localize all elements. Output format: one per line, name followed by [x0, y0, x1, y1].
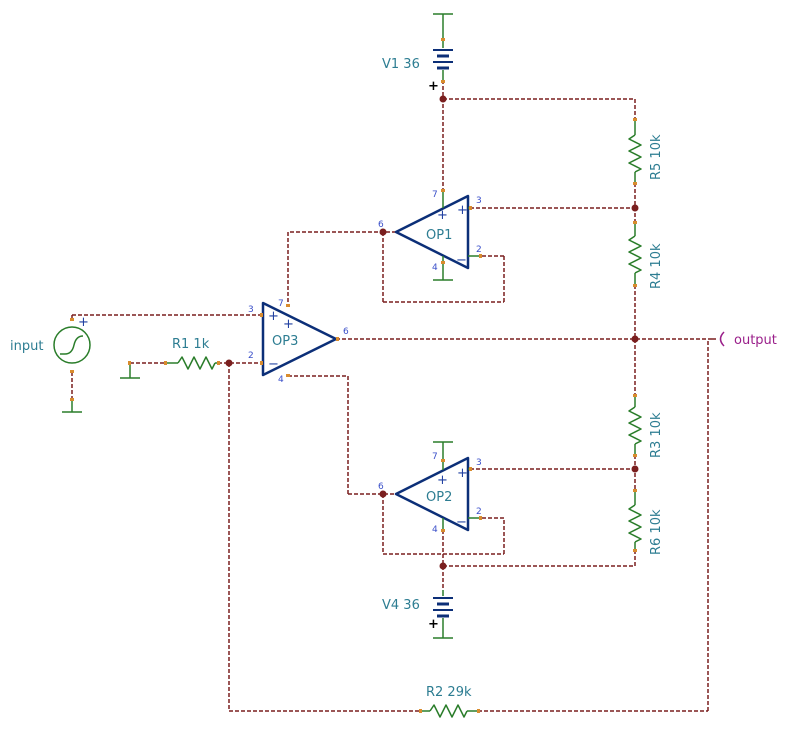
pin-markers: [70, 38, 637, 713]
junction-node: [439, 95, 447, 103]
pin-number: 3: [476, 458, 482, 468]
battery-plus-sign: +: [428, 79, 439, 94]
output-connector-icon: [719, 331, 725, 347]
source-plus-sign: +: [78, 315, 89, 330]
battery-v1[interactable]: + V1 36: [382, 40, 453, 94]
pin-number: 3: [248, 305, 254, 315]
op1-label: OP1: [426, 228, 452, 243]
resistor-r2[interactable]: R2 29k: [420, 685, 478, 718]
pin-number: 2: [476, 245, 482, 255]
supply-sign: +: [283, 317, 294, 332]
ground-icon: [62, 400, 82, 413]
ground-icon: [433, 13, 453, 40]
battery-v4[interactable]: + V4 36: [382, 590, 453, 632]
r6-label: R6 10k: [649, 509, 664, 555]
inverting-sign: −: [456, 253, 467, 268]
pin-number: 7: [432, 190, 438, 200]
inverting-sign: −: [456, 515, 467, 530]
opamp-op3[interactable]: + − + OP3 3 2 7 4 6: [248, 299, 349, 385]
junction-node: [439, 562, 447, 570]
inverting-sign: −: [268, 357, 279, 372]
junction-node: [379, 228, 387, 236]
pin-number: 2: [248, 351, 254, 361]
junctions: [225, 95, 639, 570]
junction-node: [379, 490, 387, 498]
pin-number: 6: [378, 220, 384, 230]
input-label: input: [10, 339, 43, 354]
pin-number: 7: [432, 452, 438, 462]
opamp-op1[interactable]: + − + OP1 7 3 2 6 4: [378, 190, 482, 273]
junction-node: [631, 204, 639, 212]
r2-label: R2 29k: [426, 685, 472, 700]
noninverting-sign: +: [457, 203, 468, 218]
output-terminal[interactable]: output: [712, 331, 777, 348]
signal-source-icon: [53, 326, 91, 364]
supply-sign: +: [437, 473, 448, 488]
pin-number: 6: [378, 482, 384, 492]
op3-label: OP3: [272, 334, 298, 349]
ground-icon: [433, 262, 453, 281]
pin-number: 4: [432, 525, 438, 535]
r1-label: R1 1k: [172, 337, 210, 352]
supply-sign: +: [437, 208, 448, 223]
ground-icon: [433, 441, 453, 460]
noninverting-sign: +: [457, 466, 468, 481]
output-label: output: [734, 333, 777, 348]
noninverting-sign: +: [268, 309, 279, 324]
ground-icon: [433, 620, 453, 639]
v4-label: V4 36: [382, 598, 420, 613]
r5-label: R5 10k: [649, 134, 664, 180]
junction-node: [631, 335, 639, 343]
op2-label: OP2: [426, 490, 452, 505]
pin-number: 4: [278, 375, 284, 385]
pin-number: 3: [476, 196, 482, 206]
resistor-r4[interactable]: R4 10k: [628, 222, 664, 289]
battery-plus-sign: +: [428, 617, 439, 632]
pin-number: 6: [343, 327, 349, 337]
opamp-op2[interactable]: + − + OP2 7 3 2 6 4: [378, 452, 482, 535]
input-source[interactable]: + input: [10, 315, 91, 364]
junction-node: [631, 465, 639, 473]
r3-label: R3 10k: [649, 412, 664, 458]
ground-icon: [120, 363, 140, 379]
pin-number: 4: [432, 263, 438, 273]
resistor-r3[interactable]: R3 10k: [628, 395, 664, 458]
pin-number: 7: [278, 299, 284, 309]
v1-label: V1 36: [382, 57, 420, 72]
r4-label: R4 10k: [649, 243, 664, 289]
resistor-r1[interactable]: R1 1k: [165, 337, 218, 370]
ground-symbols: [62, 13, 453, 639]
pin-number: 2: [476, 507, 482, 517]
resistor-r6[interactable]: R6 10k: [628, 490, 664, 555]
wires: [71, 80, 712, 712]
junction-node: [225, 359, 233, 367]
resistor-r5[interactable]: R5 10k: [628, 120, 664, 183]
